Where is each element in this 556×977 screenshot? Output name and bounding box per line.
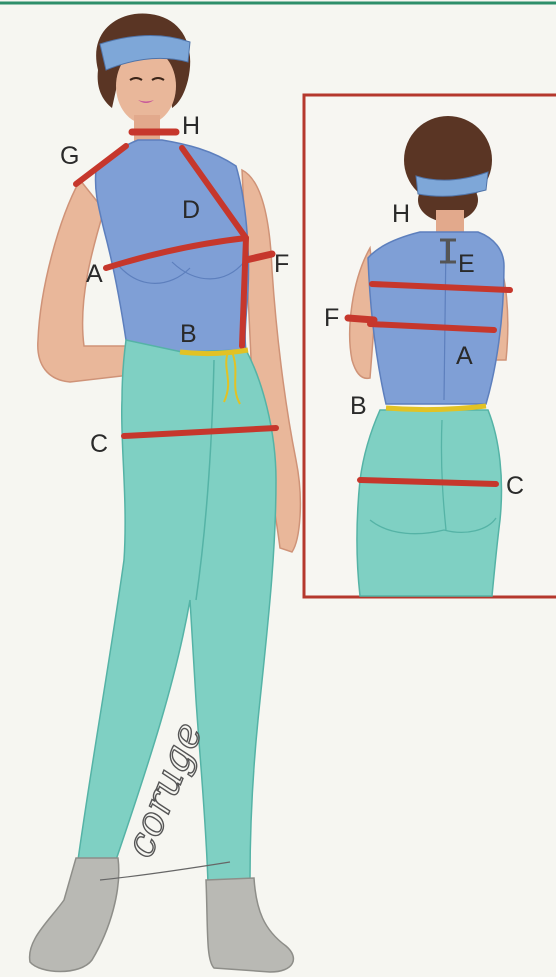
front-figure: H G D A F B C coruge (30, 13, 301, 972)
front-line-D-vertical (242, 238, 246, 346)
front-label-D: D (182, 196, 200, 224)
back-line-F-arm (348, 318, 374, 320)
front-label-A: A (86, 260, 103, 288)
front-label-G: G (60, 142, 79, 170)
back-label-E: E (458, 250, 475, 278)
back-line-C-hip (360, 480, 496, 484)
back-label-B: B (350, 392, 367, 420)
back-pants (357, 410, 502, 596)
front-label-C: C (90, 430, 108, 458)
front-label-F: F (274, 250, 289, 278)
back-top (368, 232, 504, 404)
front-label-B: B (180, 320, 197, 348)
back-label-H: H (392, 200, 410, 228)
front-label-H: H (182, 112, 200, 140)
back-label-A: A (456, 342, 473, 370)
front-boot-right (30, 858, 119, 972)
back-label-C: C (506, 472, 524, 500)
front-boot-left (206, 878, 293, 972)
front-top (95, 140, 248, 352)
back-label-F: F (324, 304, 339, 332)
